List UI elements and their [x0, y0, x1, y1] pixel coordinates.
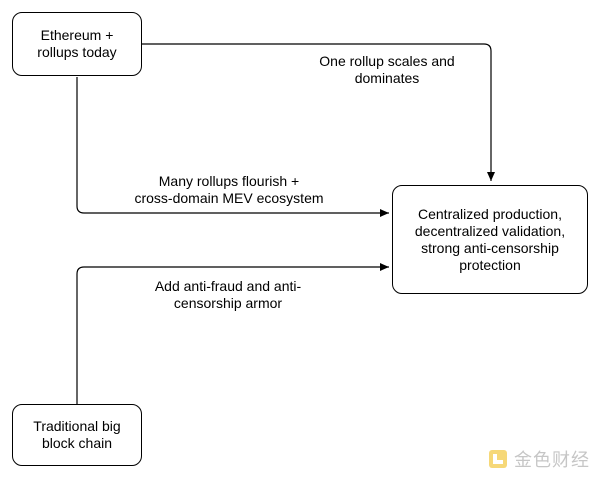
jinse-logo-icon [489, 450, 507, 468]
arrow-many-rollups [76, 77, 389, 217]
node-ethereum-rollups-label: Ethereum + rollups today [37, 27, 117, 60]
node-big-block-chain: Traditional big block chain [12, 404, 142, 466]
node-ethereum-rollups: Ethereum + rollups today [12, 12, 142, 76]
watermark-text: 金色财经 [514, 450, 590, 471]
node-big-block-chain-label: Traditional big block chain [33, 418, 121, 451]
arrow-one-rollup [141, 43, 495, 181]
watermark: 金色财经 [488, 446, 590, 472]
arrow-anti-fraud [76, 263, 389, 404]
node-target-outcome-label: Centralized production, decentralized va… [414, 205, 566, 273]
edge-label-one-rollup: One rollup scales and dominates [305, 53, 469, 87]
edge-label-many-rollups: Many rollups flourish + cross-domain MEV… [134, 173, 324, 206]
node-target-outcome: Centralized production, decentralized va… [392, 185, 588, 294]
edge-label-anti-fraud: Add anti-fraud and anti- censorship armo… [154, 278, 302, 311]
